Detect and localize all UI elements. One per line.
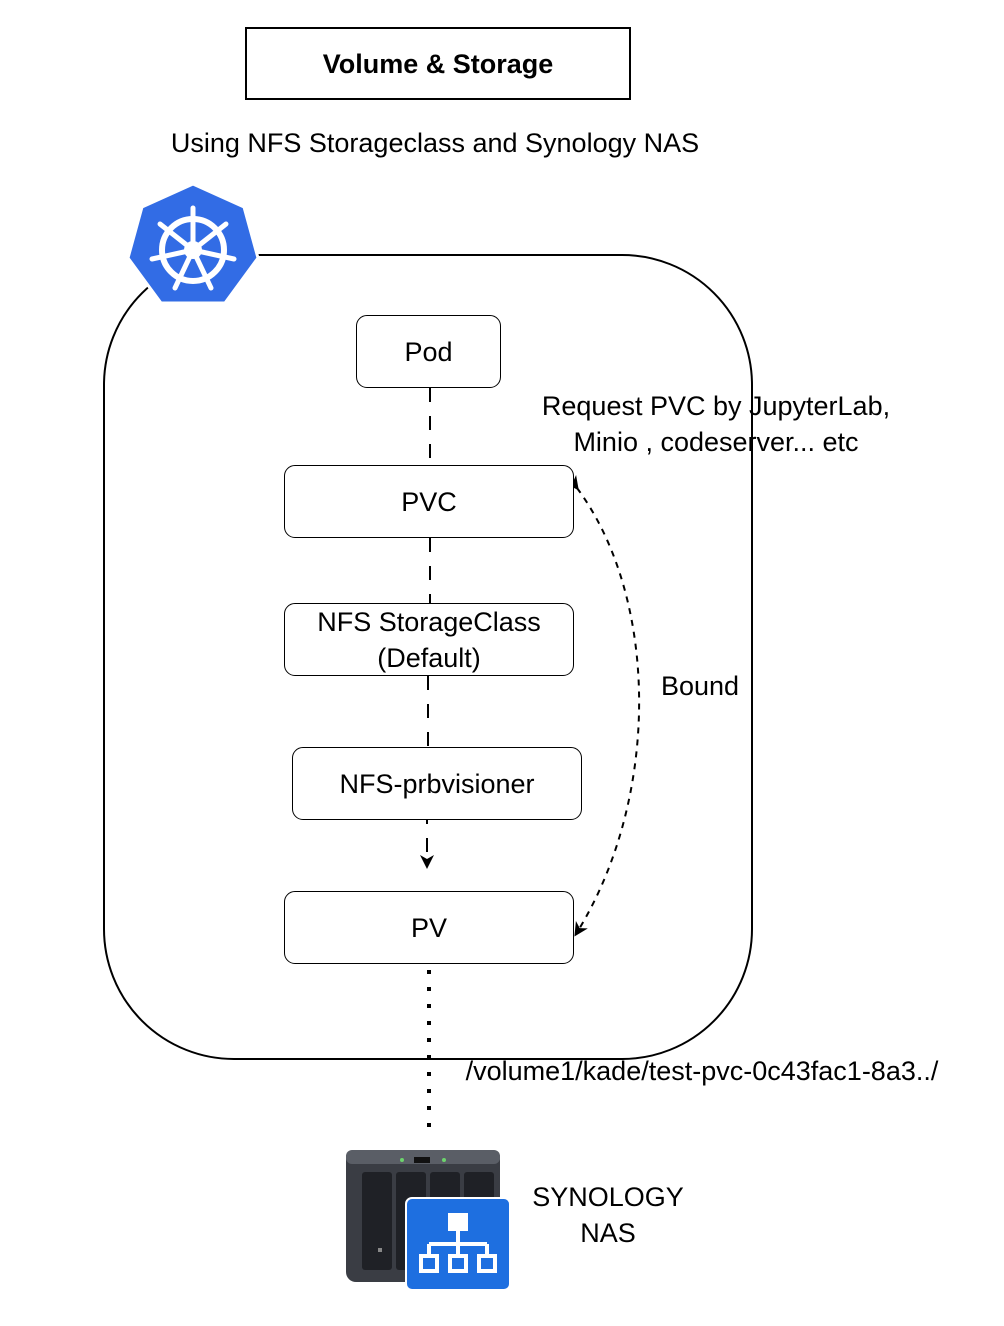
storageclass-label-line1: NFS StorageClass	[317, 606, 541, 637]
bound-label: Bound	[660, 671, 740, 701]
storageclass-node[interactable]: NFS StorageClass (Default)	[284, 603, 574, 676]
bound-arrow	[564, 474, 641, 937]
pv-label: PV	[410, 912, 448, 943]
volume-path-label: /volume1/kade/test-pvc-0c43fac1-8a3../	[465, 1056, 939, 1086]
pvc-node[interactable]: PVC	[284, 465, 574, 538]
page-subtitle: Using NFS Storageclass and Synology NAS	[170, 128, 700, 158]
nas-label-line1: SYNOLOGY	[532, 1182, 684, 1212]
provisioner-node[interactable]: NFS-prbvisioner	[292, 747, 582, 820]
pv-node[interactable]: PV	[284, 891, 574, 964]
request-annotation-line2: Minio , codeserver... etc	[573, 427, 859, 457]
pod-label: Pod	[404, 336, 453, 367]
request-annotation-line1: Request PVC by JupyterLab,	[541, 391, 891, 421]
nas-label-line2: NAS	[580, 1218, 636, 1248]
storageclass-label-line2: (Default)	[377, 642, 481, 673]
network-hierarchy-icon	[405, 1197, 511, 1291]
request-annotation: Request PVC by JupyterLab, Minio , codes…	[516, 388, 916, 460]
provisioner-label: NFS-prbvisioner	[339, 768, 535, 799]
pod-node[interactable]: Pod	[356, 315, 501, 388]
page-title-text: Volume & Storage	[322, 48, 554, 79]
pvc-label: PVC	[401, 486, 457, 517]
nas-label: SYNOLOGY NAS	[522, 1179, 694, 1251]
kubernetes-helm-icon	[126, 182, 260, 305]
page-title: Volume & Storage	[245, 27, 631, 100]
